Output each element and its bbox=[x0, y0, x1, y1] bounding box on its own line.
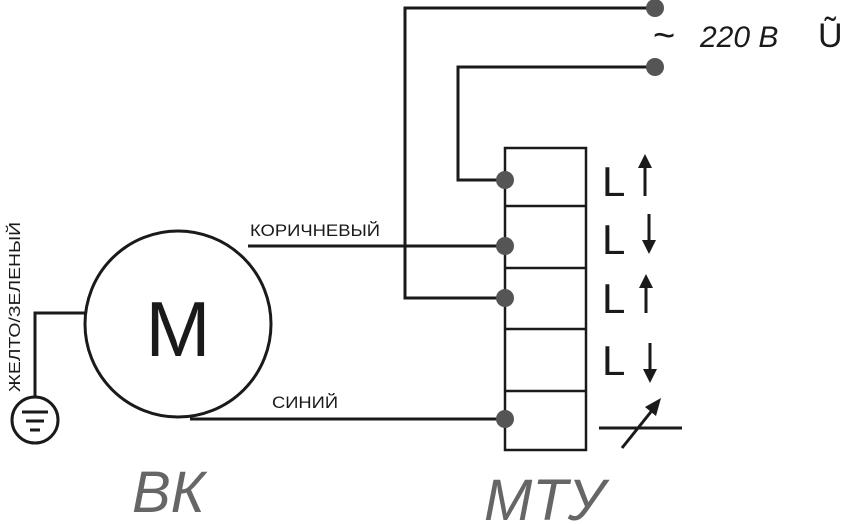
supply-terminal-2 bbox=[646, 58, 664, 76]
supply-symbol: Ũ bbox=[818, 17, 843, 55]
ground-wire bbox=[33, 311, 85, 398]
arrow-down-icon bbox=[643, 343, 657, 383]
brown-wire-label: КОРИЧНЕВЫЙ bbox=[250, 221, 380, 240]
terminal-dot-3 bbox=[496, 289, 514, 307]
terminal-mark-4: L bbox=[602, 337, 625, 384]
ground-wire-label: ЖЕЛТО/ЗЕЛЕНЫЙ bbox=[5, 222, 24, 392]
supply-wire-1 bbox=[403, 6, 655, 300]
terminal-dot-1 bbox=[496, 171, 514, 189]
arrow-up-icon bbox=[639, 274, 653, 313]
supply-terminal-1 bbox=[646, 0, 664, 17]
terminal-mark-1: L bbox=[602, 158, 625, 205]
controller-unit-label: МТУ bbox=[484, 468, 610, 524]
arrow-down-icon bbox=[642, 214, 656, 254]
motor-letter: M bbox=[146, 285, 211, 373]
terminal-mark-3: L bbox=[602, 275, 625, 322]
supply-tilde: ~ bbox=[653, 15, 675, 57]
controller-block bbox=[503, 146, 588, 452]
supply-voltage: 220 В bbox=[699, 21, 778, 54]
terminal-dot-4 bbox=[496, 410, 514, 428]
motor-circle bbox=[83, 229, 273, 419]
terminal-mark-2: L bbox=[602, 216, 625, 263]
terminal-dot-2 bbox=[496, 237, 514, 255]
ground-circle bbox=[10, 395, 60, 445]
supply-wire-2 bbox=[456, 65, 655, 182]
blue-wire-label: СИНИЙ bbox=[272, 393, 338, 412]
arrow-up-icon bbox=[638, 154, 652, 196]
motor-unit-label: ВК bbox=[132, 460, 208, 524]
variable-control-icon bbox=[599, 398, 682, 449]
